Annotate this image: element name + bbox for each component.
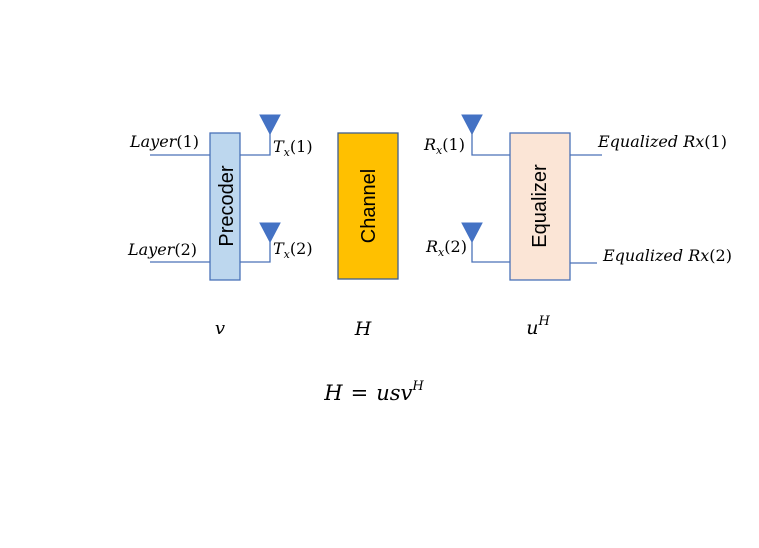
precoder-matrix-label: v [215, 318, 225, 339]
output2-label: Equalized Rx(2) [602, 246, 732, 265]
rx1-label: Rx(1) [423, 135, 465, 157]
channel-matrix-label: H [354, 318, 372, 340]
output1-label: Equalized Rx(1) [597, 132, 727, 151]
layer2-label: Layer(2) [127, 240, 197, 259]
tx1-antenna-icon [259, 114, 281, 136]
rx1-antenna-icon [461, 114, 483, 136]
equalizer-label: Equalizer [529, 164, 551, 248]
tx2-label: Tx(2) [273, 239, 313, 261]
rx2-label: Rx(2) [425, 237, 467, 259]
tx2-antenna-icon [259, 222, 281, 244]
tx2-wire [240, 242, 271, 263]
precoder-label: Precoder [216, 165, 238, 246]
precoder-block [209, 132, 241, 281]
rx2-wire [471, 242, 510, 263]
rx1-wire [471, 132, 510, 156]
svd-equation: H=usvH [323, 379, 424, 405]
tx1-label: Tx(1) [273, 137, 313, 159]
tx1-wire [240, 132, 271, 156]
rx2-antenna-icon [461, 222, 483, 244]
equalizer-matrix-label: uH [526, 314, 550, 339]
channel-label: Channel [358, 169, 380, 244]
equalizer-block [509, 132, 571, 281]
channel-block [337, 132, 399, 280]
layer1-label: Layer(1) [129, 132, 199, 151]
